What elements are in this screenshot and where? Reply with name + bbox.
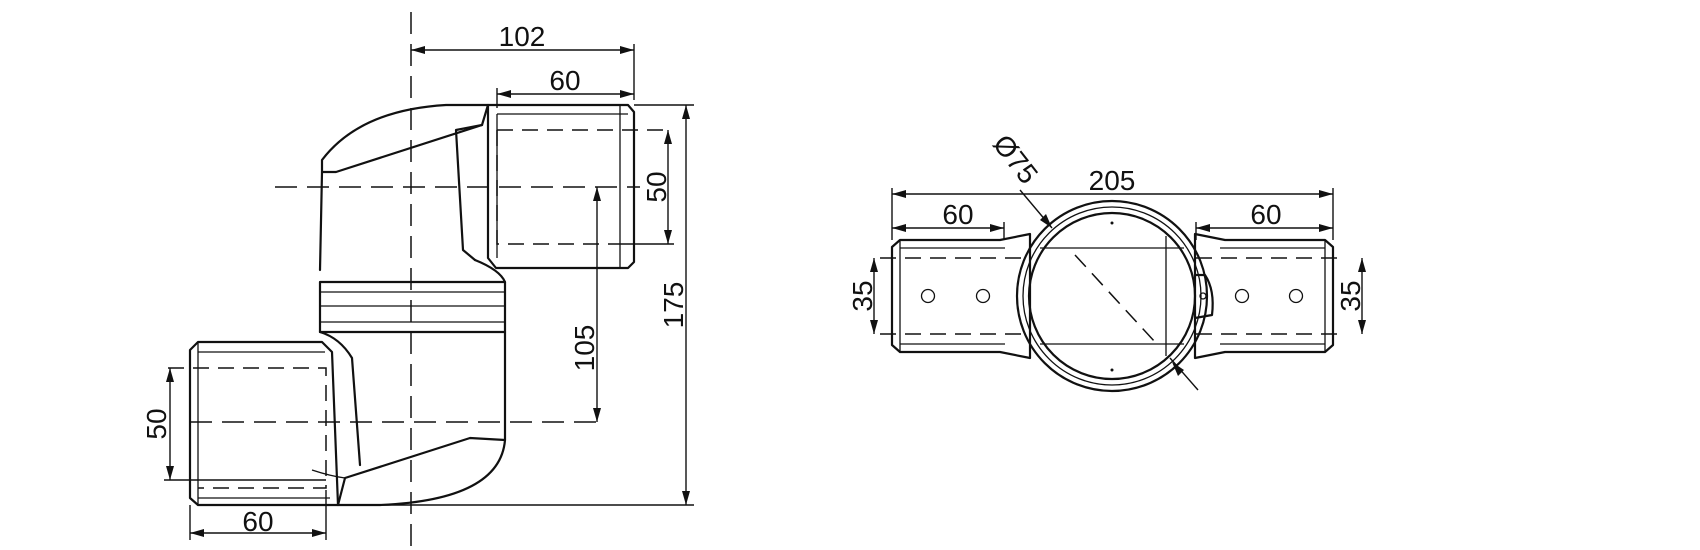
dim-60-left-arrow-left — [892, 224, 906, 232]
dim-105-arrow-top — [593, 187, 601, 201]
dim-35-left-label: 35 — [847, 280, 878, 311]
dim-102-arrow-left — [411, 46, 425, 54]
dim-60-top-label: 60 — [549, 65, 580, 96]
top-right-socket — [1193, 232, 1335, 360]
upper-socket — [486, 103, 636, 270]
dim-60-right-arrow-left — [1196, 224, 1210, 232]
lower-body-inner — [318, 330, 362, 467]
side-view: 102 60 50 105 175 50 — [141, 12, 694, 550]
upper-elbow-inner — [454, 123, 484, 262]
dim-60-left-arrow-right — [990, 224, 1004, 232]
upper-body-left-edge — [318, 170, 324, 272]
dim-50-left-label: 50 — [141, 408, 172, 439]
center-ring-outer — [1015, 199, 1209, 393]
dim-205-label: 205 — [1089, 165, 1136, 196]
center-band — [318, 280, 507, 334]
dim-60-right-arrow-right — [1319, 224, 1333, 232]
diameter-arrow-lower — [1172, 362, 1184, 376]
dim-175-label: 175 — [658, 282, 689, 329]
diameter-leader-lower — [1169, 357, 1199, 391]
dim-50-right-arrow-top — [664, 130, 672, 144]
top-right-hole-2 — [1288, 288, 1304, 304]
dim-diameter-label: Ø75 — [987, 129, 1044, 190]
dim-102-arrow-right — [620, 46, 634, 54]
lower-elbow-body — [336, 436, 507, 507]
top-left-hole-2 — [975, 288, 991, 304]
dim-205-arrow-left — [892, 190, 906, 198]
dim-35-left-arrow-top — [870, 258, 878, 272]
dim-50-left-arrow-bottom — [166, 466, 174, 480]
dim-102-label: 102 — [499, 21, 546, 52]
dim-35-right-arrow-bottom — [1358, 320, 1366, 334]
diameter-arrow-upper — [1040, 214, 1052, 228]
lower-socket-fillet — [311, 469, 346, 479]
upper-elbow-body — [320, 103, 490, 174]
dim-35-left-arrow-bottom — [870, 320, 878, 334]
dim-60-top-arrow-right — [620, 90, 634, 98]
upper-socket-hidden-bottom — [496, 130, 620, 245]
dim-105-label: 105 — [569, 325, 600, 372]
diameter-leader-dashed — [1074, 254, 1156, 343]
dim-175-arrow-top — [682, 105, 690, 119]
dim-60-left-label: 60 — [942, 199, 973, 230]
center-ring-dot-top — [1110, 221, 1114, 225]
dim-50-left-arrow-top — [166, 368, 174, 382]
dim-60-bottom-label: 60 — [242, 506, 273, 537]
center-ring-dot-bottom — [1110, 368, 1114, 372]
dim-50-right-arrow-bottom — [664, 230, 672, 244]
dim-50-right-label: 50 — [641, 171, 672, 202]
dim-60-top-arrow-left — [497, 90, 511, 98]
center-ring-mid — [1022, 206, 1202, 386]
top-left-hole-1 — [920, 288, 936, 304]
set-screw-lug — [1193, 273, 1214, 320]
dim-60-bottom-arrow-right — [312, 529, 326, 537]
dim-205-arrow-right — [1319, 190, 1333, 198]
upper-elbow-fillet — [473, 258, 507, 284]
dim-175-arrow-bottom — [682, 491, 690, 505]
dim-35-right-arrow-top — [1358, 258, 1366, 272]
lower-socket-hidden — [168, 367, 327, 489]
lower-socket — [188, 340, 340, 507]
top-view: Ø75 205 60 60 35 35 — [847, 129, 1366, 393]
top-left-socket — [890, 232, 1032, 360]
top-right-hole-1 — [1234, 288, 1250, 304]
dim-60-right-label: 60 — [1250, 199, 1281, 230]
dim-35-right-label: 35 — [1335, 280, 1366, 311]
center-ring-inner — [1027, 211, 1197, 381]
dim-105-arrow-bottom — [593, 408, 601, 422]
dim-60-bottom-arrow-left — [190, 529, 204, 537]
